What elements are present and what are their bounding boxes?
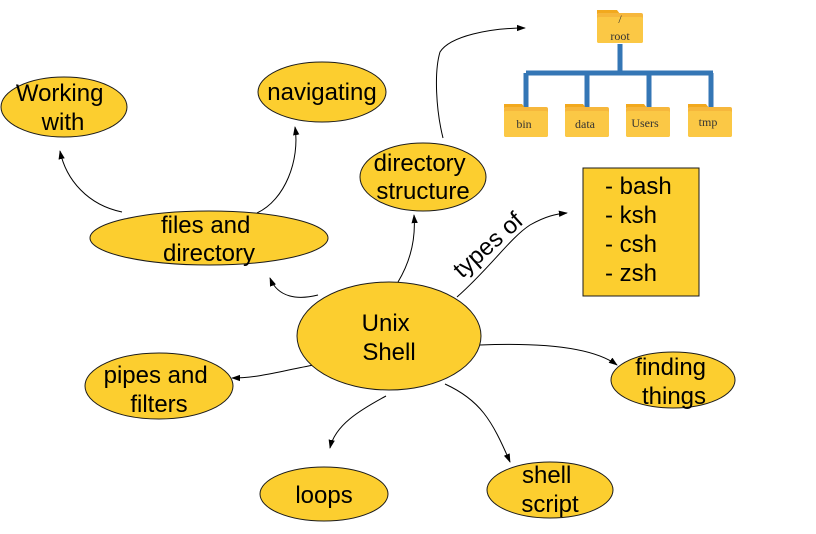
- shell-type-item: - ksh: [605, 202, 657, 229]
- bin-folder-icon: bin: [504, 104, 548, 137]
- edge-directory-structure-to-tree: [435, 24, 526, 139]
- node-label: directory structure: [374, 150, 473, 205]
- node-directory-structure: directory structure: [359, 142, 487, 212]
- edge-shell-to-shell-types: [456, 210, 568, 298]
- node-label: navigating: [267, 79, 376, 106]
- node-label: finding things: [635, 354, 712, 410]
- root-slash-label: /: [618, 12, 622, 26]
- edge-shell-to-pipes: [231, 364, 315, 382]
- folder-label: tmp: [699, 115, 718, 129]
- node-navigating: navigating: [257, 61, 387, 123]
- root-folder-icon: / root: [597, 10, 643, 43]
- node-shell-script: shell script: [486, 461, 614, 519]
- edge-shell-to-directory-structure: [397, 214, 418, 283]
- shell-types-box: - bash - ksh - csh - zsh: [582, 167, 700, 297]
- node-label: loops: [295, 482, 352, 509]
- directory-tree: / root bin data Users tmp: [504, 10, 732, 137]
- node-label: shell script: [521, 462, 579, 518]
- edge-shell-to-files: [269, 277, 319, 298]
- node-label: pipes and filters: [104, 362, 215, 418]
- node-pipes-and-filters: pipes and filters: [84, 352, 234, 420]
- node-working-with: Working with: [0, 76, 128, 138]
- node-label: files and directory: [161, 212, 257, 267]
- node-unix-shell: Unix Shell: [296, 281, 482, 391]
- data-folder-icon: data: [565, 104, 609, 137]
- node-finding-things: finding things: [610, 351, 736, 410]
- edge-shell-to-finding-things: [479, 343, 618, 366]
- node-label: Unix Shell: [362, 310, 417, 366]
- folder-label: Users: [631, 116, 659, 130]
- shell-type-item: - csh: [605, 231, 657, 258]
- types-of-label: types of: [448, 207, 529, 284]
- shell-type-item: - zsh: [605, 260, 657, 287]
- tmp-folder-icon: tmp: [688, 104, 732, 137]
- edges: [58, 24, 618, 463]
- tree-connector: [523, 44, 714, 110]
- root-name-label: root: [610, 29, 630, 43]
- edge-shell-to-loops: [328, 395, 387, 449]
- node-files-and-directory: files and directory: [89, 210, 329, 267]
- edge-files-to-working-with: [58, 150, 123, 213]
- folder-label: data: [575, 117, 596, 131]
- edge-files-to-navigating: [256, 126, 300, 214]
- edge-shell-to-shell-script: [444, 383, 511, 463]
- folder-label: bin: [516, 117, 531, 131]
- users-folder-icon: Users: [626, 104, 670, 137]
- shell-type-item: - bash: [605, 173, 672, 200]
- node-loops: loops: [259, 466, 389, 522]
- node-label: Working with: [16, 80, 110, 136]
